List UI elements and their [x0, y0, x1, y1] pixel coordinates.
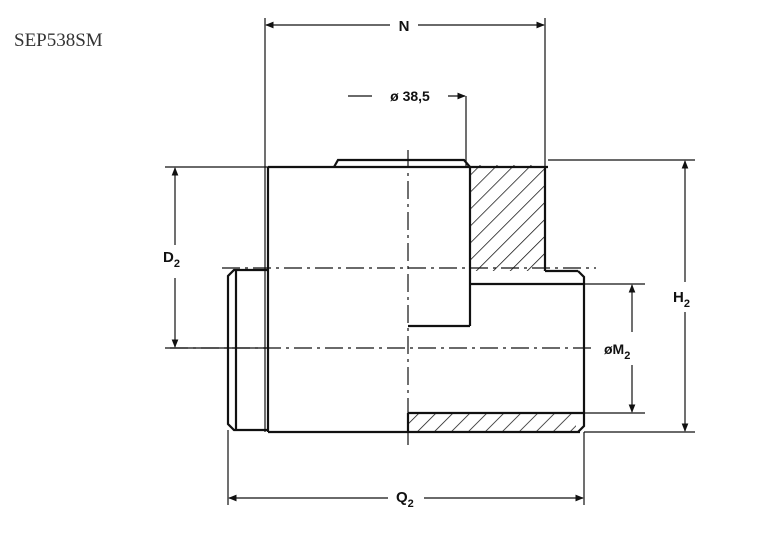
- hatched-flange-section: [470, 165, 545, 271]
- dimension-lines: [171, 21, 689, 502]
- dim-label-bore: ø 38,5: [390, 88, 430, 104]
- dim-label-m2: øM2: [604, 341, 630, 362]
- dim-label-n: N: [399, 18, 410, 35]
- hatched-bore-section: [408, 413, 576, 432]
- dim-label-q2: Q2: [396, 489, 414, 510]
- extension-lines: [165, 18, 695, 505]
- part-code-label: SEP538SM: [14, 30, 103, 51]
- dim-label-d2: D2: [163, 249, 180, 270]
- dim-label-h2: H2: [673, 289, 690, 310]
